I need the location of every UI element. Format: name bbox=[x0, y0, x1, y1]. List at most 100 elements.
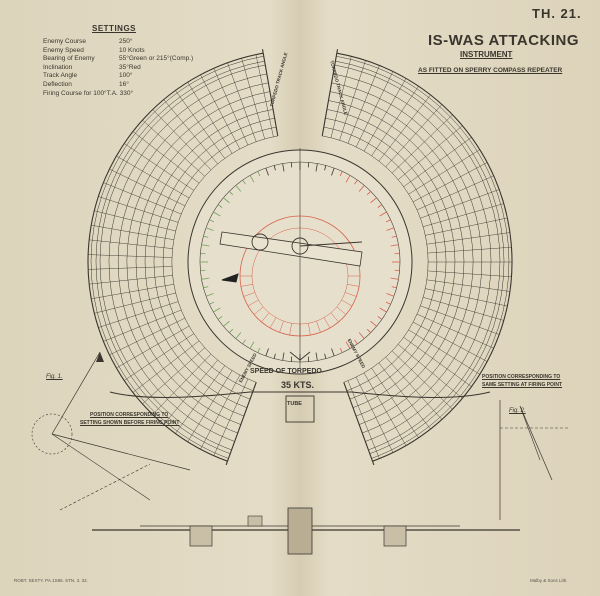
dial-range-tick bbox=[253, 306, 264, 315]
dial-degree-tick bbox=[282, 352, 285, 361]
dial-degree-tick bbox=[249, 341, 255, 349]
fig1-label: Fig. 1. bbox=[46, 374, 63, 380]
settings-heading: SETTINGS bbox=[92, 24, 137, 33]
dial-degree-tick bbox=[205, 227, 214, 231]
section-knob bbox=[247, 515, 263, 527]
right-sector-radial-line bbox=[378, 94, 431, 162]
right-sector-radial-line bbox=[391, 114, 453, 174]
dial-degree-tick bbox=[385, 219, 391, 223]
dial-degree-tick bbox=[390, 277, 399, 280]
dial-degree-tick bbox=[265, 167, 269, 176]
dial-degree-tick bbox=[209, 219, 215, 223]
left-sector-radial-line bbox=[255, 54, 274, 137]
settings-value: 35°Red bbox=[119, 63, 141, 71]
dial-degree-tick bbox=[345, 341, 351, 349]
dial-degree-tick bbox=[223, 197, 230, 204]
settings-label: Enemy Course bbox=[43, 38, 86, 45]
dial-range-tick bbox=[279, 321, 284, 333]
dial-degree-tick bbox=[345, 175, 351, 183]
right-sector-boundary-line bbox=[321, 49, 339, 137]
right-sector-radial-line bbox=[425, 217, 508, 236]
fig1-drawing bbox=[31, 351, 191, 511]
left-sector-radial-line bbox=[163, 99, 218, 165]
right-sector-arc bbox=[334, 64, 501, 451]
dial-degree-tick bbox=[235, 332, 242, 339]
dial-scale-bar bbox=[299, 241, 363, 247]
right-sector-radial-line bbox=[339, 60, 366, 141]
right-sector-radial-line bbox=[408, 329, 480, 375]
dial-range-tick bbox=[247, 299, 259, 307]
dial-degree-tick bbox=[229, 328, 234, 333]
left-sector-label-strip bbox=[95, 60, 265, 454]
dial-degree-tick bbox=[282, 163, 285, 172]
right-sector-radial-line bbox=[427, 270, 512, 278]
page-title: IS-WAS ATTACKING bbox=[428, 32, 580, 49]
left-sector-arc bbox=[99, 64, 266, 451]
dial-degree-tick bbox=[358, 185, 365, 192]
dial-degree-tick bbox=[354, 339, 358, 345]
left-sector-arc bbox=[126, 91, 271, 425]
firing-course: Firing Course for 100°T.A. 330° bbox=[43, 89, 134, 97]
dial-degree-tick bbox=[205, 293, 214, 297]
right-sector-radial-line bbox=[416, 313, 494, 349]
right-sector-radial-line bbox=[422, 203, 504, 227]
dial-degree-tick bbox=[213, 307, 221, 313]
left-sector-radial-line bbox=[89, 275, 173, 285]
page-subtitle: INSTRUMENT bbox=[460, 50, 513, 59]
dial-degree-tick bbox=[203, 235, 209, 238]
fig2-diagonal-line bbox=[519, 405, 553, 481]
left-sector-outer-edge bbox=[87, 52, 264, 462]
dial-degree-tick bbox=[213, 211, 221, 217]
left-sector-radial-line bbox=[91, 284, 174, 300]
torpedo-speed-value: 35 KTS. bbox=[281, 380, 315, 390]
dial-degree-tick bbox=[315, 163, 318, 172]
dial-range-tick bbox=[261, 312, 270, 323]
fig2-track-line bbox=[519, 405, 541, 461]
right-sector-radial-line bbox=[412, 162, 488, 203]
settings-value: 16° bbox=[119, 80, 129, 88]
right-sector-radial-line bbox=[403, 137, 472, 187]
left-sector-radial-line bbox=[109, 168, 186, 207]
dial-degree-tick bbox=[217, 204, 223, 208]
left-sector-radial-line bbox=[116, 325, 190, 369]
tube-box bbox=[285, 395, 315, 423]
left-sector-radial-line bbox=[103, 182, 182, 215]
dial-degree-tick bbox=[217, 316, 223, 320]
left-sector-arc bbox=[117, 82, 269, 434]
settings-value: 250° bbox=[119, 38, 133, 45]
fig1-dashed-line bbox=[59, 463, 151, 511]
left-sector-radial-line bbox=[213, 68, 249, 146]
section-spindle bbox=[287, 507, 313, 555]
dial-degree-tick bbox=[386, 293, 395, 297]
left-sector-radial-line bbox=[132, 340, 200, 393]
right-sector-arc bbox=[326, 109, 456, 408]
dial-degree-tick bbox=[242, 179, 246, 185]
right-sector-radial-line bbox=[426, 232, 510, 245]
dial-range-tick bbox=[308, 323, 311, 336]
settings-label: Bearing of Enemy bbox=[43, 55, 95, 63]
cross-section-drawing bbox=[92, 507, 520, 555]
left-sector-radial-line bbox=[124, 333, 195, 381]
settings-value: 100° bbox=[119, 72, 133, 80]
dial-degree-tick bbox=[324, 353, 327, 359]
footer-printer: Malby & Sons Lith. bbox=[530, 578, 568, 583]
settings-value: 10 Knots bbox=[119, 46, 145, 54]
dial-degree-tick bbox=[331, 348, 335, 357]
dial-degree-tick bbox=[390, 244, 399, 247]
left-sector-radial-line bbox=[241, 58, 265, 140]
dial-degree-tick bbox=[209, 301, 215, 305]
settings-value: 55°Green or 215°(Comp.) bbox=[119, 55, 194, 63]
left-sector-radial-line bbox=[163, 359, 218, 425]
right-sector-radial-line bbox=[412, 321, 488, 362]
right-sector-radial-line bbox=[330, 56, 352, 138]
right-sector-radial-line bbox=[420, 305, 500, 335]
left-sector-radial-line bbox=[94, 210, 176, 232]
left-sector-radial-line bbox=[187, 370, 233, 442]
right-sector-radial-line bbox=[385, 356, 443, 420]
fig1-line-track bbox=[51, 433, 191, 471]
left-sector-radial-line bbox=[88, 254, 173, 258]
left-sector-radial-line bbox=[116, 155, 190, 199]
right-sector-radial-line bbox=[371, 367, 419, 438]
right-sector-arc bbox=[329, 91, 474, 425]
